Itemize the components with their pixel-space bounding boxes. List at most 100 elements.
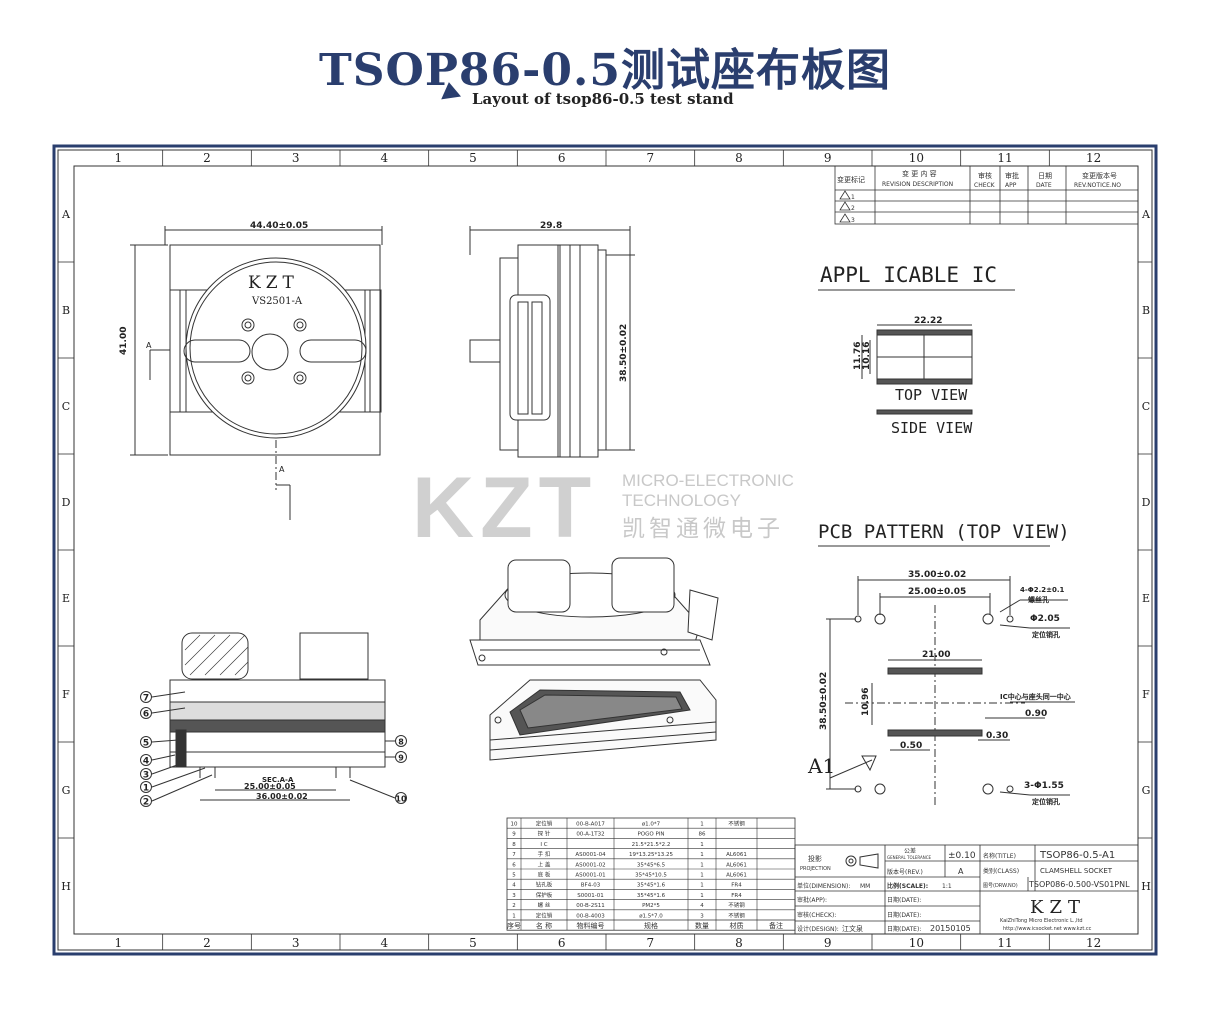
pcb-dim2: 25.00±0.05 (908, 587, 966, 597)
rev-desc-cn: 变 更 内 容 (902, 169, 937, 178)
svg-text:6: 6 (143, 710, 149, 720)
row-marker-right-F: F (1142, 688, 1150, 701)
svg-text:规格: 规格 (644, 921, 658, 930)
tb-unit-val: MM (860, 883, 870, 890)
tb-class-val: CLAMSHELL SOCKET (1040, 867, 1113, 875)
column-marker-bottom-3: 3 (292, 936, 300, 950)
side-view (469, 226, 635, 458)
ic-width-dim: 22.22 (914, 316, 942, 326)
svg-text:35*45*6.5: 35*45*6.5 (637, 862, 666, 868)
svg-text:序号: 序号 (507, 921, 521, 930)
column-marker-top-11: 11 (997, 151, 1012, 165)
svg-text:1: 1 (700, 822, 704, 828)
svg-text:9: 9 (512, 832, 516, 838)
tb-name-label: 名称(TITLE) (983, 852, 1016, 860)
applicable-ic-title: APPL ICABLE IC (820, 263, 997, 287)
rev-date-en: DATE (1036, 182, 1052, 189)
applicable-ic-drawing (861, 324, 973, 415)
svg-text:2: 2 (143, 798, 149, 808)
svg-text:8: 8 (512, 842, 516, 848)
column-marker-top-10: 10 (909, 151, 924, 165)
watermark-line1: MICRO-ELECTRONIC (622, 471, 794, 490)
side-width-dim: 29.8 (540, 221, 562, 231)
column-marker-bottom-12: 12 (1086, 936, 1101, 950)
svg-text:POGO PIN: POGO PIN (637, 832, 664, 838)
tb-date-label-1: 日期(DATE): (887, 896, 921, 904)
svg-text:AL6061: AL6061 (726, 873, 747, 879)
tb-scale-label: 比例(SCALE): (887, 882, 928, 890)
isometric-view (469, 557, 719, 761)
side-height-dim: 38.50±0.02 (619, 324, 629, 382)
front-brand: KZT (248, 273, 299, 293)
pcb-hole-note1: 4-Φ2.2±0.1 (1020, 586, 1065, 594)
row-marker-left-C: C (62, 400, 70, 413)
svg-text:1: 1 (700, 883, 704, 889)
svg-text:10: 10 (511, 822, 518, 828)
column-marker-bottom-10: 10 (909, 936, 924, 950)
svg-text:AS0001-04: AS0001-04 (575, 852, 606, 858)
row-marker-left-B: B (62, 304, 70, 317)
svg-text:定位销: 定位销 (536, 820, 553, 828)
svg-text:AL6061: AL6061 (726, 862, 747, 868)
svg-text:9: 9 (398, 754, 404, 763)
pcb-pad-width: 21.00 (922, 650, 950, 660)
tb-version-val: A (958, 867, 964, 876)
pcb-height-dim: 38.50±0.02 (819, 672, 829, 730)
svg-text:AS0001-01: AS0001-01 (575, 873, 605, 879)
column-marker-top-9: 9 (824, 151, 832, 165)
svg-text:备注: 备注 (769, 921, 783, 930)
svg-text:材质: 材质 (730, 921, 744, 930)
bom-row: 9 探 针 00-A-1T32 POGO PIN 86 (512, 830, 706, 838)
svg-text:35*45*1.6: 35*45*1.6 (637, 893, 666, 899)
callout-10: 10 (395, 792, 407, 804)
revision-table (834, 165, 1139, 225)
section-label-a1: A (146, 341, 152, 350)
svg-text:ø1.5*7.0: ø1.5*7.0 (639, 913, 663, 919)
svg-text:FR4: FR4 (731, 883, 742, 889)
svg-text:35*45*1.6: 35*45*1.6 (637, 883, 666, 889)
callout-4: 4 (140, 754, 152, 767)
svg-text:4: 4 (700, 903, 704, 909)
svg-text:86: 86 (699, 832, 706, 838)
section-label-a2: A (279, 465, 285, 474)
svg-text:2: 2 (512, 903, 516, 909)
svg-text:探 针: 探 针 (538, 830, 551, 838)
section-dim1: 25.00±0.05 (244, 782, 296, 791)
row-marker-left-G: G (62, 784, 71, 797)
column-marker-top-2: 2 (203, 151, 211, 165)
svg-text:6: 6 (512, 862, 516, 868)
svg-text:00-A-1T32: 00-A-1T32 (576, 832, 604, 838)
tb-class-label: 类别(CLASS) (983, 867, 1019, 875)
row-marker-right-A: A (1141, 208, 1151, 221)
pcb-pad-w: 0.50 (900, 741, 922, 751)
tb-tolerance-val: ±0.10 (948, 851, 976, 861)
section-dim2: 36.00±0.02 (256, 792, 308, 801)
row-marker-right-B: B (1142, 304, 1150, 317)
column-marker-top-12: 12 (1086, 151, 1101, 165)
svg-text:1: 1 (700, 893, 704, 899)
ic-top-view-label: TOP VIEW (895, 386, 968, 404)
tb-projection: 投影 (808, 854, 822, 863)
section-view (151, 632, 396, 802)
tb-date-label-2: 日期(DATE): (887, 911, 921, 919)
svg-text:4: 4 (512, 883, 516, 889)
tb-version-label: 版本号(REV.) (887, 868, 923, 876)
svg-text:00-B-A017: 00-B-A017 (576, 822, 605, 828)
svg-text:AL6061: AL6061 (726, 852, 747, 858)
svg-text:手 扣: 手 扣 (538, 850, 551, 858)
section-callouts-right: 8 9 10 (395, 735, 407, 804)
pcb-hole-note3b: 定位销孔 (1032, 797, 1060, 806)
pcb-hole-note1b: 螺丝孔 (1028, 595, 1049, 604)
svg-text:不锈钢: 不锈钢 (728, 911, 745, 919)
svg-text:S0001-01: S0001-01 (577, 893, 603, 899)
svg-text:FR4: FR4 (731, 893, 742, 899)
row-marker-right-E: E (1142, 592, 1150, 605)
svg-text:10: 10 (395, 795, 407, 804)
tb-company-logo: KZT (1030, 897, 1086, 918)
rev-desc-en: REVISION DESCRIPTION (882, 181, 953, 188)
svg-text:8: 8 (398, 738, 404, 747)
